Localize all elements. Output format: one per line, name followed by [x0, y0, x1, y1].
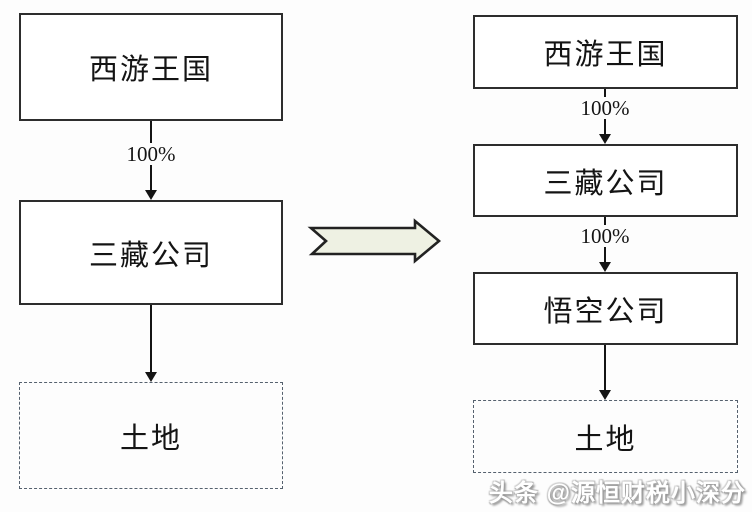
- node-label: 悟空公司: [543, 295, 668, 328]
- edge-after-sanzang-to-wukong: 100%: [577, 217, 633, 272]
- arrowhead-down-icon: [145, 190, 157, 200]
- edge-before-kingdom-to-sanzang: 100%: [123, 121, 179, 200]
- node-label: 三藏公司: [88, 239, 213, 272]
- arrowhead-down-icon: [145, 372, 157, 382]
- node-after-wukong-company: 悟空公司: [473, 272, 738, 345]
- edge-before-sanzang-to-land: [141, 305, 161, 382]
- transform-right-block-arrow-icon: [307, 218, 442, 264]
- node-label: 三藏公司: [543, 167, 668, 200]
- node-before-land: 土地: [19, 382, 283, 489]
- edge-line: [604, 345, 606, 392]
- edge-after-kingdom-to-sanzang: 100%: [577, 89, 633, 144]
- watermark-toutiao: 头条 @源恒财税小深分: [488, 480, 746, 507]
- edge-after-wukong-to-land: [595, 345, 615, 400]
- arrowhead-down-icon: [599, 390, 611, 400]
- node-after-land: 土地: [473, 400, 738, 473]
- ownership-percent-label: 100%: [577, 225, 633, 247]
- node-after-sanzang-company: 三藏公司: [473, 144, 738, 217]
- arrowhead-down-icon: [599, 134, 611, 144]
- ownership-percent-label: 100%: [577, 97, 633, 119]
- ownership-percent-label: 100%: [123, 143, 179, 165]
- node-after-parent-kingdom: 西游王国: [473, 15, 738, 89]
- node-label: 西游王国: [543, 39, 668, 71]
- node-label: 土地: [574, 423, 637, 456]
- arrowhead-down-icon: [599, 262, 611, 272]
- node-label: 土地: [119, 422, 182, 455]
- edge-line: [150, 305, 152, 374]
- node-before-parent-kingdom: 西游王国: [19, 13, 283, 121]
- node-before-sanzang-company: 三藏公司: [19, 200, 283, 305]
- node-label: 西游王国: [88, 54, 213, 86]
